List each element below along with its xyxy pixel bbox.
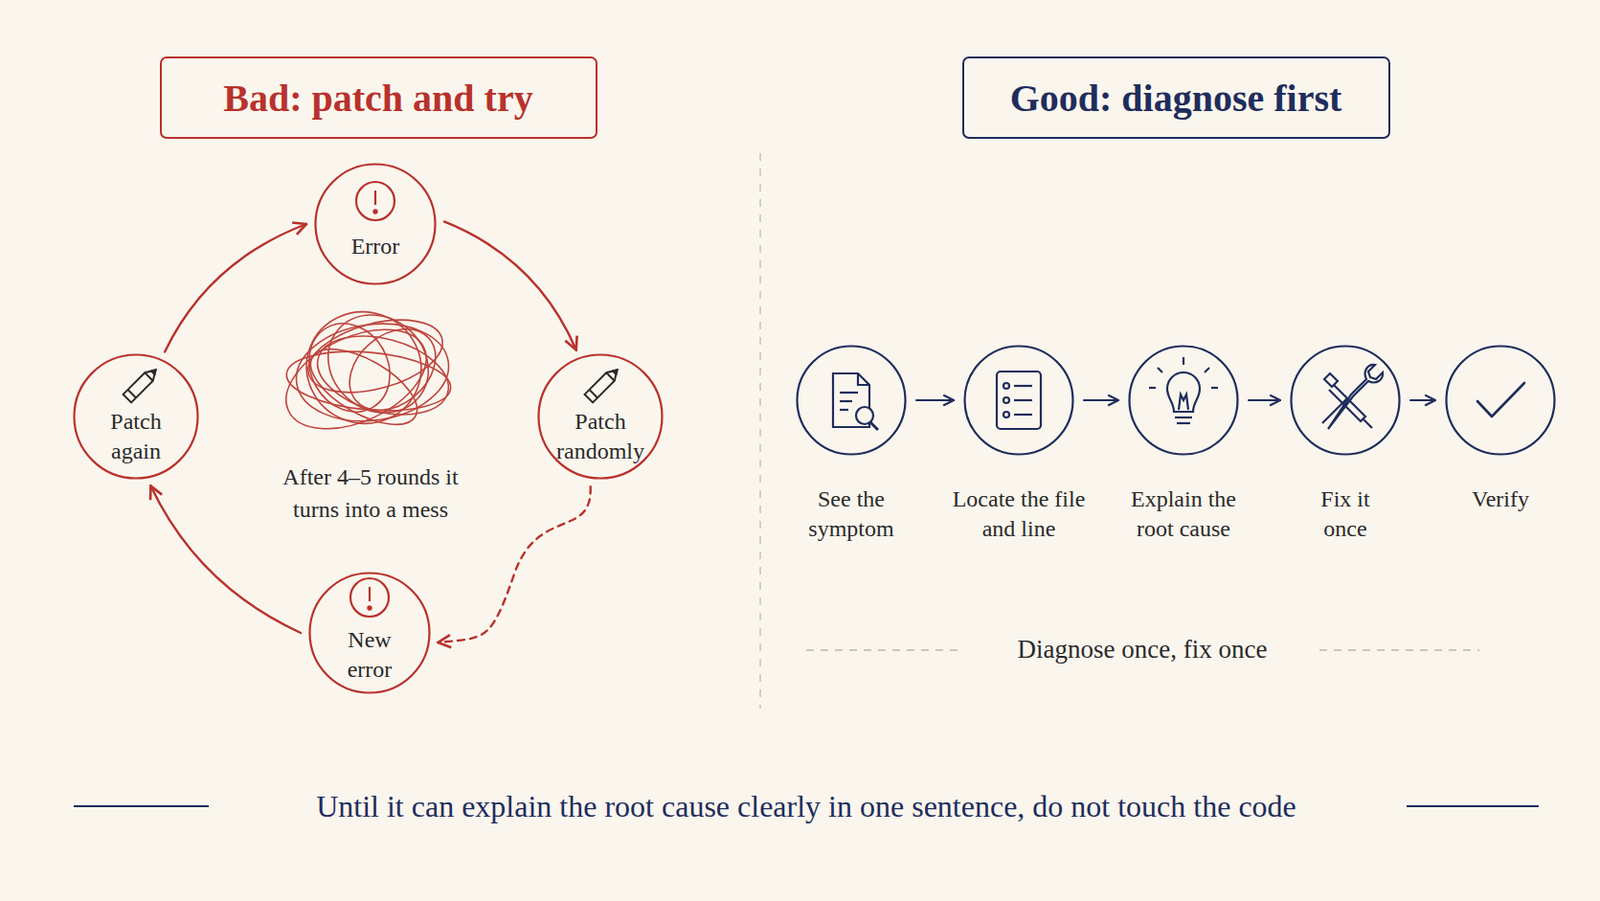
circle-outline [1289, 344, 1401, 456]
circle-outline [1127, 344, 1240, 456]
cycle-arrow [150, 485, 301, 633]
check-icon [1477, 383, 1525, 417]
step-circle: Verify [1444, 344, 1556, 456]
dashed-rule [806, 649, 965, 651]
cycle-label: Patch again [92, 406, 180, 467]
circle-outline [1446, 346, 1555, 455]
step-circle: Locate the file and line [963, 344, 1075, 456]
circle-outline [539, 355, 663, 479]
lightbulb-icon [1149, 357, 1218, 424]
caption-rule [1406, 805, 1539, 808]
alert-icon [350, 578, 389, 617]
alert-icon [356, 181, 395, 221]
circle-outline [1444, 344, 1556, 456]
cycle-arrow [444, 221, 577, 350]
caption: Until it can explain the root cause clea… [315, 788, 1297, 825]
step-label: Locate the file and line [951, 484, 1086, 544]
section-heading: Bad: patch and try [223, 75, 533, 121]
section-heading-box: Bad: patch and try [159, 56, 598, 139]
step-circle: Explain the root cause [1127, 344, 1240, 456]
circle-outline [315, 164, 436, 285]
pencil-icon [585, 365, 622, 403]
circle-outline [1129, 346, 1239, 455]
cycle-arrow [164, 224, 307, 352]
section-heading: Good: diagnose first [1010, 75, 1343, 121]
circle-outline [310, 573, 430, 694]
cycle-circle: New error [308, 571, 431, 695]
circle-outline [1291, 346, 1400, 455]
cycle-circle: Error [314, 162, 437, 286]
flow-arrow [1083, 399, 1119, 402]
step-label: Verify [1442, 484, 1558, 515]
cycle-circle: Patch randomly [537, 353, 664, 480]
cycle-label: New error [333, 625, 406, 685]
cycle-label: Patch randomly [547, 406, 654, 467]
tangle-scribble [270, 294, 458, 450]
cycle-note: After 4–5 rounds it turns into a mess [272, 461, 470, 526]
flow-arrow [916, 399, 954, 402]
step-circle: See the symptom [795, 344, 907, 456]
tools-icon [1322, 364, 1383, 429]
step-label: See the symptom [779, 484, 924, 544]
list-icon [996, 371, 1041, 429]
cycle-arrow [437, 486, 590, 643]
circle-outline [797, 346, 906, 455]
circle-outline [314, 162, 437, 286]
circle-outline [74, 355, 199, 479]
flow-arrow [1248, 399, 1281, 402]
caption-rule [73, 805, 209, 808]
step-label: Explain the root cause [1116, 484, 1251, 544]
cycle-label: Error [327, 231, 424, 262]
circle-outline [795, 344, 907, 456]
pencil-icon [123, 365, 160, 403]
circle-outline [965, 346, 1074, 455]
cycle-circle: Patch again [72, 353, 200, 480]
dashed-rule [1319, 649, 1480, 651]
document-search-icon [833, 373, 879, 430]
divider [759, 153, 762, 709]
section-heading-box: Good: diagnose first [962, 56, 1391, 139]
step-circle: Fix it once [1289, 344, 1401, 456]
summary-note: Diagnose once, fix once [979, 631, 1306, 669]
flow-arrow [1410, 399, 1436, 402]
step-label: Fix it once [1307, 484, 1384, 544]
circle-outline [963, 344, 1075, 456]
